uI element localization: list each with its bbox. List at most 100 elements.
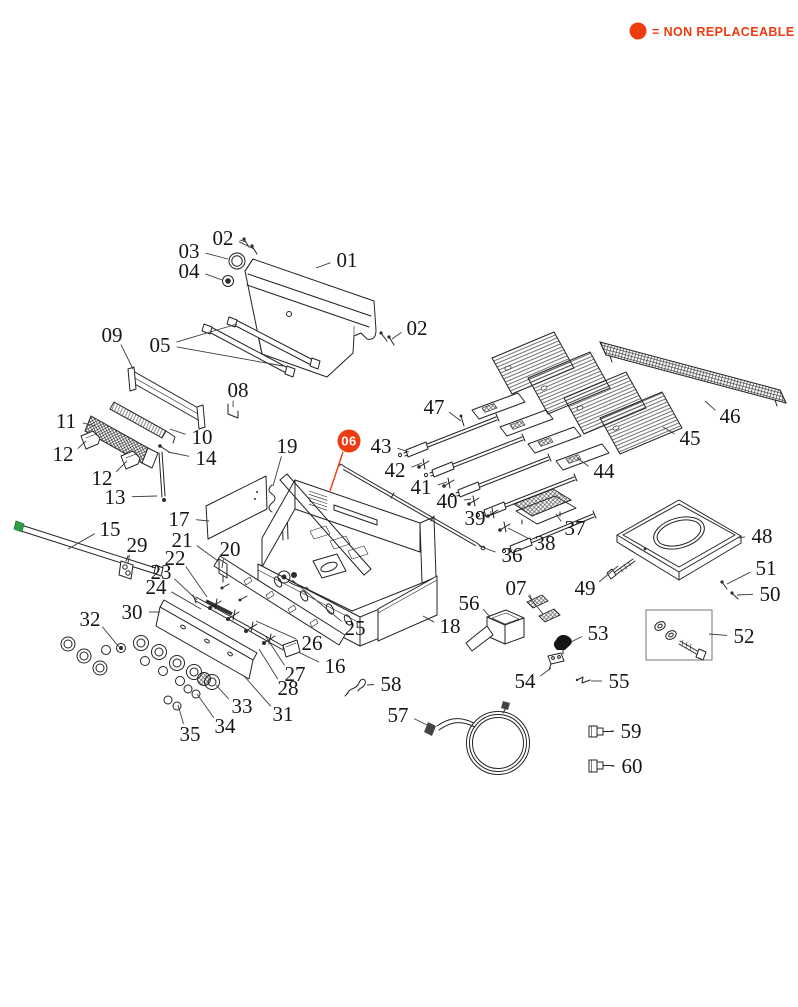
- rod-13-drawing: [158, 451, 166, 502]
- leader-line-56: [482, 608, 491, 618]
- sear-burner-drawing: [512, 488, 577, 525]
- fitting-59-drawing: [588, 725, 614, 738]
- screw-14-drawing: [158, 444, 170, 453]
- leader-line-23: [174, 578, 198, 601]
- leader-line-20: [221, 559, 224, 569]
- leader-line-50: [736, 593, 754, 596]
- part-label-18: 18: [440, 614, 461, 638]
- tube-screws-drawing: [417, 414, 511, 533]
- part-label-13: 13: [105, 485, 126, 509]
- front-panel-drawing: [377, 575, 438, 642]
- part-label-43: 43: [371, 434, 392, 458]
- control-panel-drawing: [155, 599, 258, 680]
- knobs-drawing: [60, 635, 220, 711]
- leader-line-05: [176, 323, 238, 343]
- bracket-12b-drawing: [120, 450, 141, 470]
- rod-green-tip: [13, 520, 25, 533]
- leader-line-14: [167, 451, 190, 457]
- leader-line-57: [413, 718, 428, 726]
- part-label-38: 38: [535, 531, 556, 555]
- leader-line-40: [463, 498, 472, 501]
- leader-line-12: [115, 460, 128, 473]
- part-label-02: 02: [213, 226, 234, 250]
- leader-line-31: [243, 675, 272, 707]
- part-label-15: 15: [100, 517, 121, 541]
- spring-19-drawing: [268, 484, 276, 513]
- leader-line-44: [576, 457, 589, 467]
- part-label-40: 40: [437, 489, 458, 513]
- tray-plate-drawing: [616, 499, 742, 581]
- wire-58-drawing: [344, 678, 366, 697]
- leader-line-34: [196, 693, 215, 718]
- part-label-31: 31: [273, 702, 294, 726]
- thermometer-drawing: [228, 252, 246, 270]
- leader-line-47: [448, 411, 462, 422]
- flame-tamers-drawing: [471, 392, 610, 471]
- part-label-60: 60: [622, 754, 643, 778]
- part-label-45: 45: [680, 426, 701, 450]
- part-label-04: 04: [179, 259, 201, 283]
- leader-line-21: [196, 545, 219, 562]
- part-label-33: 33: [232, 694, 253, 718]
- leader-line-02: [239, 239, 247, 243]
- part-label-35: 35: [180, 722, 201, 746]
- cooking-grates-drawing: [491, 331, 683, 455]
- leader-line-33: [215, 684, 230, 700]
- part-label-57: 57: [388, 703, 409, 727]
- leader-line-27: [265, 636, 285, 666]
- part-label-20: 20: [220, 537, 241, 561]
- legend: = NON REPLACEABLE: [629, 22, 794, 40]
- leader-line-01: [315, 262, 331, 269]
- non-replaceable-dot-icon: [629, 22, 647, 40]
- part-label-25: 25: [345, 616, 366, 640]
- part-29-drawing: [118, 555, 134, 580]
- leader-line-37: [555, 513, 562, 522]
- part-labels: 0102020304050708091011121213141516171819…: [53, 226, 781, 778]
- hood-screws-drawing: [242, 237, 395, 346]
- part-label-44: 44: [594, 459, 616, 483]
- gas-valves-drawing: [208, 598, 276, 645]
- leader-line-05: [176, 346, 284, 367]
- part-label-05: 05: [150, 333, 171, 357]
- part-label-46: 46: [720, 404, 741, 428]
- part-label-03: 03: [179, 239, 200, 263]
- part-label-14: 14: [196, 446, 218, 470]
- part-label-10: 10: [192, 425, 213, 449]
- part-label-09: 09: [102, 323, 123, 347]
- leader-line-25: [291, 579, 342, 622]
- leader-line-52: [708, 633, 728, 636]
- part-label-29: 29: [127, 533, 148, 557]
- leader-line-02: [238, 241, 255, 250]
- part-label-36: 36: [502, 543, 523, 567]
- leader-line-17: [195, 519, 210, 522]
- rear-channel-drawing: [127, 366, 206, 430]
- leader-line-42: [411, 462, 423, 468]
- part-label-50: 50: [760, 582, 781, 606]
- highlight-group: 06: [329, 429, 361, 492]
- highlight-leader-line: [329, 451, 344, 492]
- part-label-58: 58: [381, 672, 402, 696]
- leader-line-45: [662, 426, 675, 435]
- part-label-28: 28: [278, 676, 299, 700]
- leader-line-13: [131, 495, 158, 498]
- part-label-42: 42: [385, 458, 406, 482]
- bracket-54-drawing: [547, 652, 565, 671]
- leader-line-46: [704, 400, 716, 411]
- leader-line-16: [297, 651, 320, 663]
- warming-rack-drawing: [599, 341, 787, 407]
- leader-line-26: [255, 620, 297, 640]
- grease-cup-drawing: [465, 609, 525, 652]
- part-label-53: 53: [588, 621, 609, 645]
- screws-50-51-drawing: [720, 580, 739, 600]
- part-label-07: 07: [506, 576, 527, 600]
- leader-line-54: [539, 667, 552, 677]
- leader-line-19: [272, 456, 282, 487]
- leader-line-11: [82, 422, 96, 427]
- part-label-24: 24: [146, 575, 168, 599]
- leader-line-09: [120, 344, 134, 370]
- part-label-39: 39: [465, 506, 486, 530]
- bolt-49-drawing: [606, 558, 636, 580]
- plate-16-drawing: [282, 639, 301, 658]
- part-label-59: 59: [621, 719, 642, 743]
- part-label-16: 16: [325, 654, 346, 678]
